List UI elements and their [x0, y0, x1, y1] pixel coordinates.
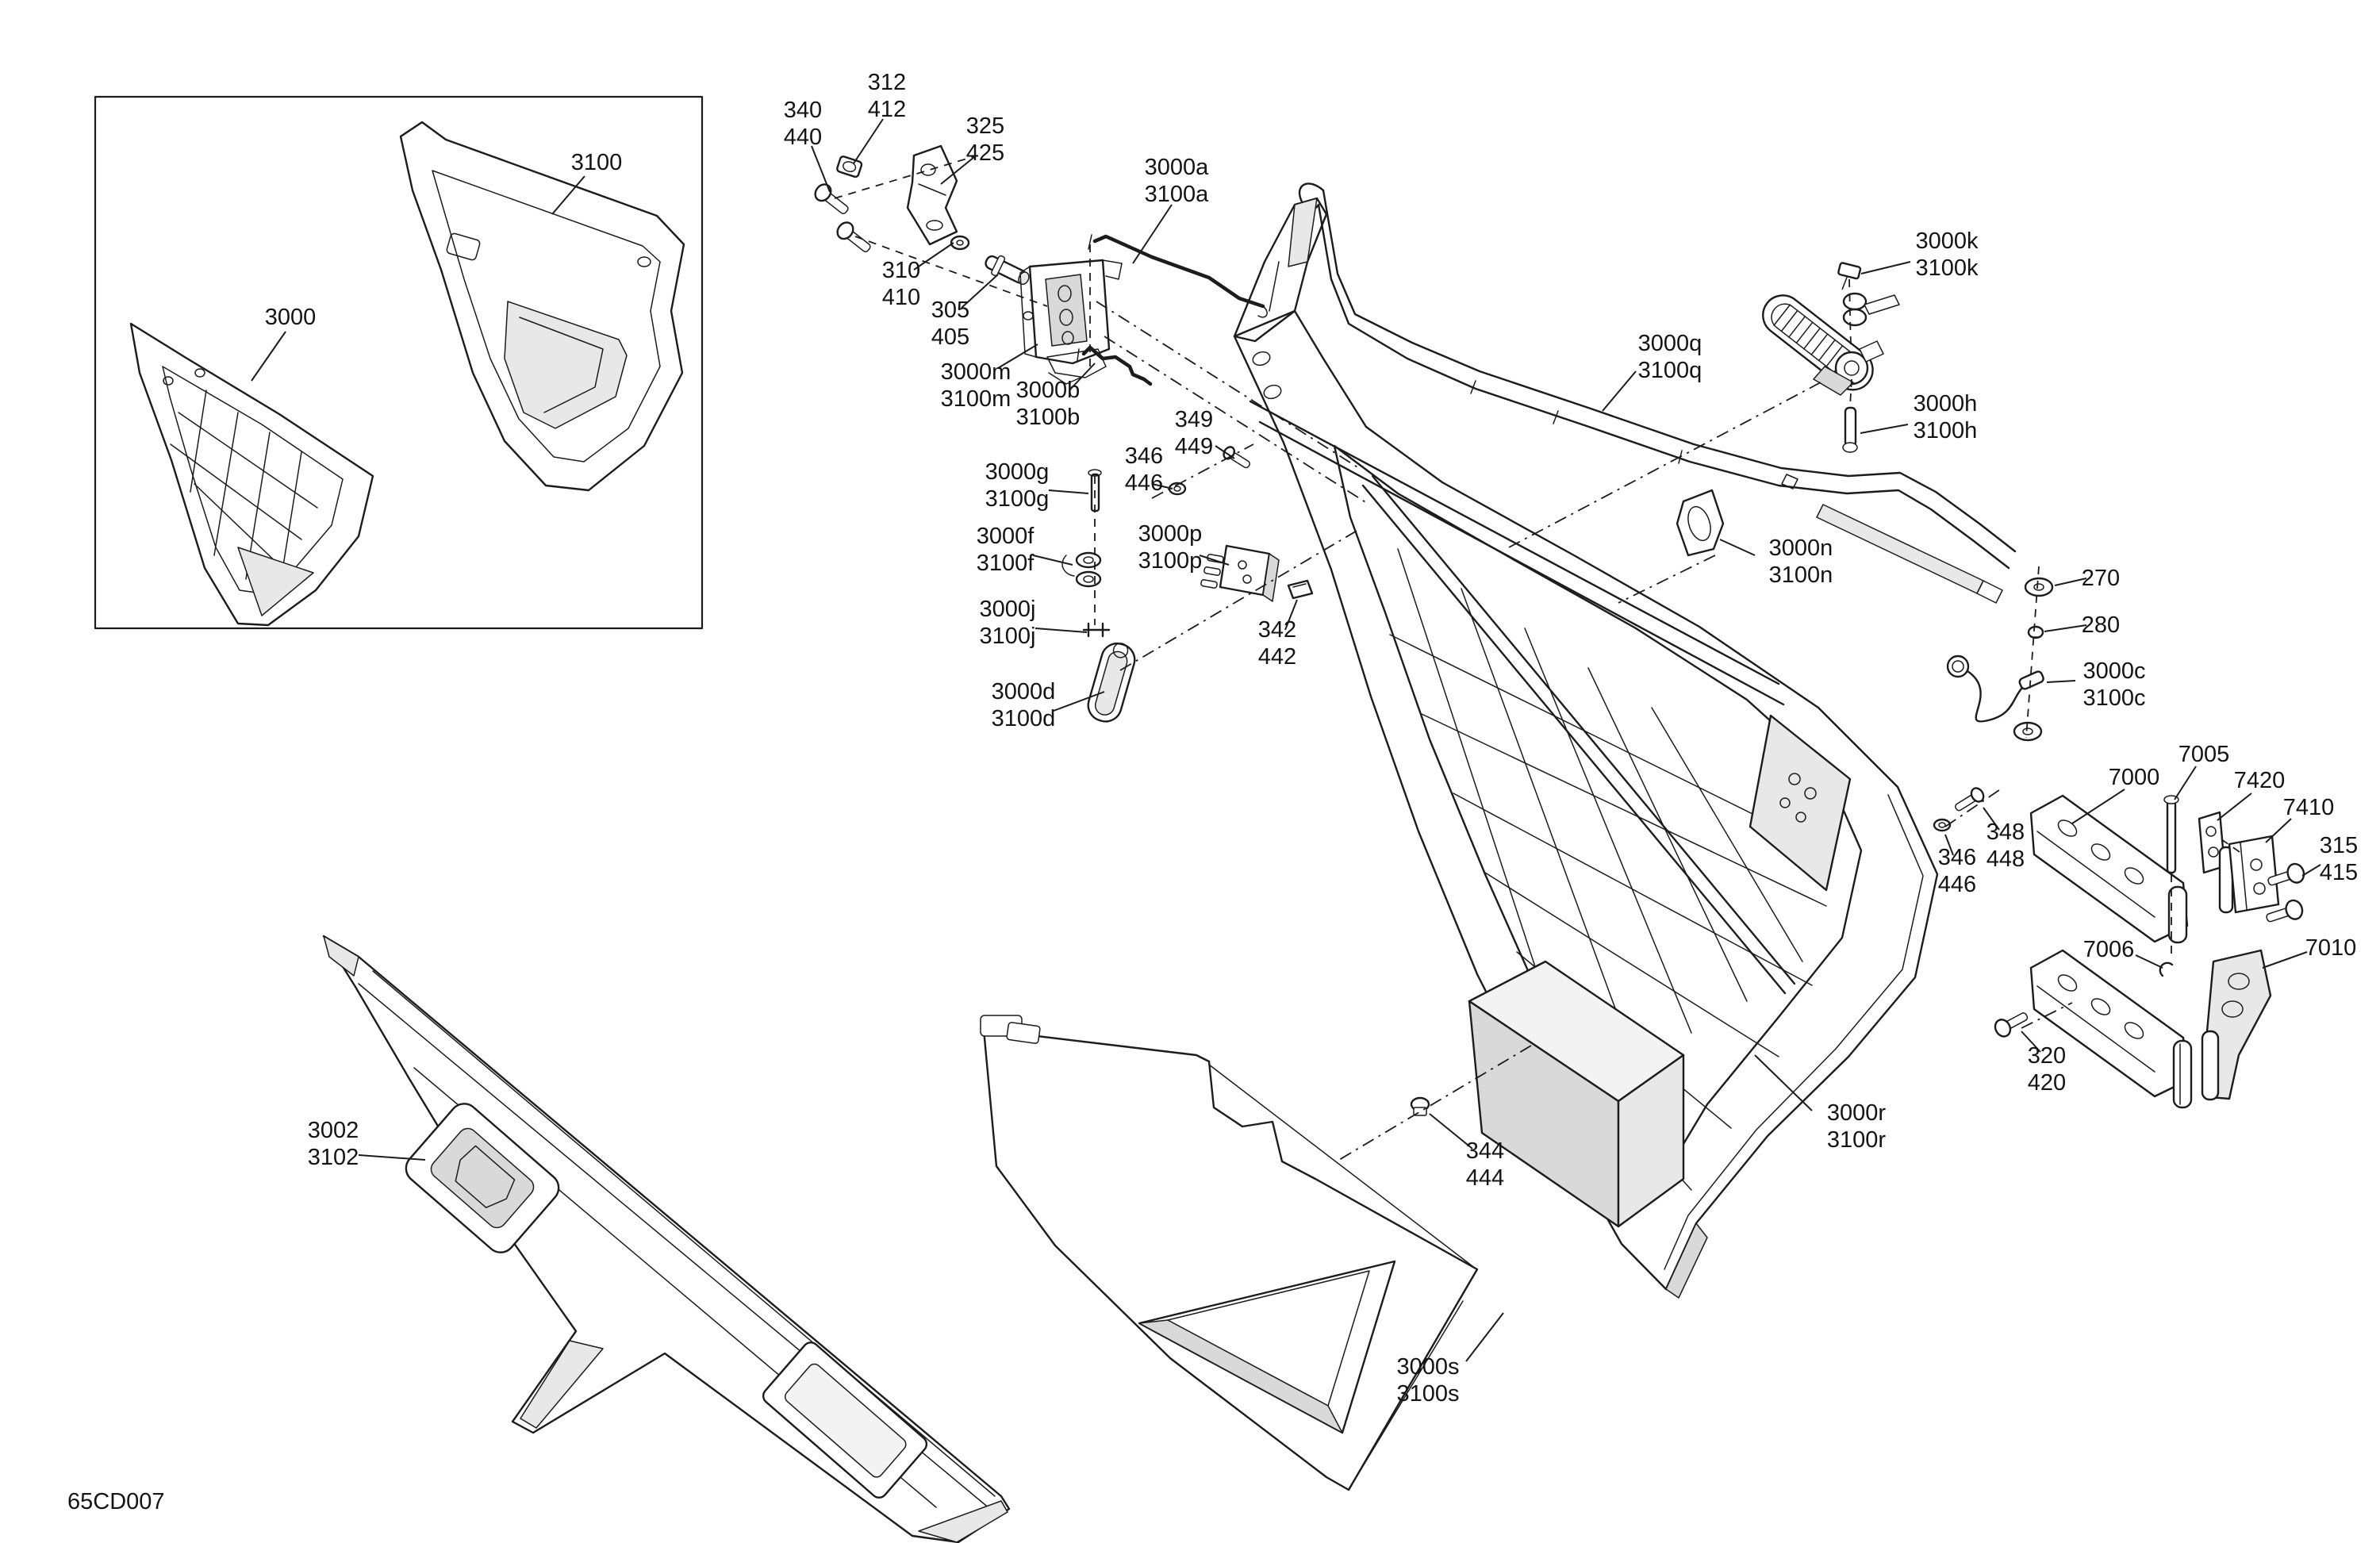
part-label-320-420: 320 420 [2027, 1042, 2067, 1096]
part-label-3000b-3100b: 3000b 3100b [1015, 377, 1081, 430]
screws-315-415 [2266, 862, 2305, 923]
latch-block-7410 [2218, 835, 2280, 914]
washer-346-b [1933, 818, 1952, 832]
part-label-346-446-a: 346 446 [1124, 443, 1164, 496]
plate-3000n [1676, 489, 1725, 557]
bracket-7010 [2201, 949, 2272, 1101]
handle-3000d [1087, 642, 1136, 723]
part-label-3100: 3100 [570, 149, 623, 175]
washer-310 [950, 235, 970, 251]
clip-342 [1287, 579, 1314, 600]
part-label-7410: 7410 [2282, 794, 2335, 820]
part-label-7010: 7010 [2305, 935, 2357, 961]
frame-latch-plate [1749, 714, 1852, 892]
part-label-drawing-code: 65CD007 [67, 1488, 165, 1514]
part-label-315-415: 315 415 [2319, 832, 2359, 885]
part-label-7420: 7420 [2233, 767, 2286, 793]
inset-box [94, 95, 704, 630]
part-label-312-412: 312 412 [867, 69, 907, 122]
part-label-349-449: 349 449 [1174, 406, 1214, 459]
screw-348 [1955, 787, 1985, 812]
hinge-7000-lower [2029, 949, 2193, 1109]
part-label-340-440: 340 440 [783, 97, 823, 150]
part-label-3000g-3100g: 3000g 3100g [985, 459, 1050, 512]
part-label-3002-3102: 3002 3102 [307, 1117, 359, 1170]
screw-320 [1994, 1012, 2029, 1038]
inset-panel-3000 [129, 322, 374, 627]
screw-340 [814, 183, 871, 253]
latch-3000m [1019, 259, 1123, 385]
part-label-3000m-3100m: 3000m 3100m [940, 359, 1012, 412]
part-label-3000a-3100a: 3000a 3100a [1144, 154, 1209, 207]
part-label-348-448: 348 448 [1986, 819, 2025, 872]
inset-panel-3100 [399, 121, 685, 492]
part-label-3000r-3100r: 3000r 3100r [1826, 1100, 1887, 1153]
nut-344 [1410, 1096, 1430, 1116]
washer-270 [2024, 577, 2054, 597]
washer-270-lower [2013, 721, 2043, 742]
frame-storage-bin [1468, 960, 1685, 1228]
nut-280 [2027, 625, 2044, 639]
nut-3000k [1837, 262, 1862, 290]
switch-plate-3000p [1200, 544, 1280, 602]
part-label-3000j-3100j: 3000j 3100j [979, 596, 1036, 649]
part-label-7005: 7005 [2178, 741, 2230, 767]
part-label-7000: 7000 [2108, 764, 2160, 790]
pin-3000h [1842, 406, 1858, 453]
part-label-3000f-3100f: 3000f 3100f [976, 523, 1035, 576]
bracket-325 [906, 144, 958, 246]
part-label-310-410: 310 410 [881, 257, 921, 310]
rod-3000a [1088, 234, 1268, 318]
part-label-3000: 3000 [264, 304, 317, 330]
vent-handle-assembly [1762, 294, 1884, 396]
rod-3000b [1077, 345, 1153, 386]
part-label-3000d-3100d: 3000d 3100d [991, 678, 1056, 731]
clip-7006 [2159, 961, 2174, 977]
part-label-3000p-3100p: 3000p 3100p [1138, 520, 1203, 574]
part-label-3000n-3100n: 3000n 3100n [1768, 535, 1833, 588]
part-label-305-405: 305 405 [931, 297, 970, 350]
lanyard-3000c [1946, 654, 2044, 723]
part-label-3000q-3100q: 3000q 3100q [1637, 330, 1702, 383]
part-label-325-425: 325 425 [965, 113, 1005, 166]
leader-lines [251, 118, 2321, 1362]
part-label-342-442: 342 442 [1257, 616, 1297, 670]
part-label-270: 270 [2081, 565, 2121, 591]
lower-door-panel-3000s [980, 1015, 1479, 1491]
part-label-3000s-3100s: 3000s 3100s [1396, 1353, 1460, 1407]
outer-door-panel-3002 [322, 935, 1011, 1543]
part-label-3000h-3100h: 3000h 3100h [1913, 390, 1978, 443]
part-label-7006: 7006 [2082, 936, 2135, 962]
part-label-3000k-3100k: 3000k 3100k [1915, 228, 1979, 281]
part-label-344-444: 344 444 [1465, 1138, 1505, 1191]
door-frame-3000r [1233, 197, 1939, 1299]
part-label-280: 280 [2081, 612, 2121, 638]
part-label-3000c-3100c: 3000c 3100c [2082, 658, 2146, 711]
alignment-lines [834, 155, 2243, 1161]
part-label-346-446-b: 346 446 [1937, 844, 1977, 897]
clip-3000j [1082, 622, 1111, 638]
hinge-7000-upper [2029, 794, 2189, 944]
